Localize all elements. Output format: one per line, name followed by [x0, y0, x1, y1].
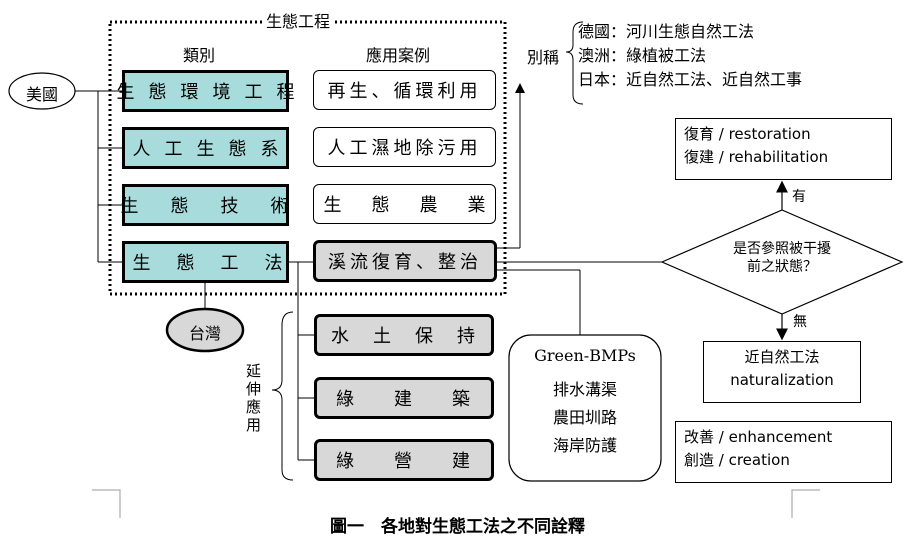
app-recycling: 再生、循環利用 — [313, 70, 496, 110]
taiwan-ellipse — [165, 307, 245, 353]
alias-germany: 德國：河川生態自然工法 — [578, 22, 755, 41]
app-wetland: 人工濕地除污用 — [313, 127, 496, 167]
category-eco-environment: 生態環境工程 — [117, 70, 295, 112]
naturalization-box: 近自然工法 naturalization — [703, 341, 861, 403]
bmp-farm-canal: 農田圳路 — [552, 408, 617, 427]
usa-ellipse — [8, 72, 76, 110]
category-eco-method: 生態工法 — [122, 241, 289, 283]
decision-text: 是否參照被干擾 前之狀態？ — [700, 240, 864, 276]
category-header: 類別 — [183, 46, 216, 65]
extended-label: 延伸應用 — [246, 362, 262, 434]
bmp-title: Green-BMPs — [534, 346, 636, 365]
ext-green-construction: 綠營建 — [314, 439, 494, 481]
app-stream-restoration: 溪流復育、整治 — [313, 240, 497, 282]
rehabilitation-line: 復建 / rehabilitation — [684, 148, 829, 166]
eco-group-frame — [108, 20, 507, 296]
category-eco-technology: 生態技術 — [121, 184, 289, 226]
restoration-line: 復育 / restoration — [684, 125, 811, 143]
enhancement-box: 改善 / enhancement 創造 / creation — [675, 421, 892, 483]
enhancement-line: 改善 / enhancement — [684, 428, 833, 446]
bmp-box — [508, 334, 662, 482]
bmp-drainage: 排水溝渠 — [552, 380, 617, 399]
decision-line-2: 前之狀態？ — [747, 259, 817, 275]
ext-soil-conservation: 水土保持 — [314, 314, 494, 356]
naturalization-en: naturalization — [730, 371, 834, 389]
app-eco-agriculture: 生態農業 — [313, 184, 496, 224]
creation-line: 創造 / creation — [684, 451, 790, 469]
taiwan-label: 台灣 — [188, 324, 221, 343]
figure-caption: 圖一 各地對生態工法之不同詮釋 — [330, 517, 585, 537]
yes-label: 有 — [792, 189, 806, 205]
ext-green-building: 綠建築 — [314, 377, 494, 419]
category-artificial-ecosystem: 人工生態系 — [122, 127, 289, 169]
usa-label: 美國 — [25, 85, 58, 104]
bmp-coast: 海岸防護 — [552, 436, 617, 455]
restoration-box: 復育 / restoration 復建 / rehabilitation — [675, 118, 892, 180]
no-label: 無 — [793, 314, 807, 330]
alias-label: 別稱 — [527, 48, 560, 67]
group-title: 生態工程 — [263, 8, 334, 32]
naturalization-zh: 近自然工法 — [744, 348, 820, 366]
decision-diamond — [660, 209, 904, 315]
alias-australia: 澳洲：綠植被工法 — [578, 46, 707, 65]
application-header: 應用案例 — [366, 46, 431, 65]
alias-japan: 日本：近自然工法、近自然工事 — [578, 70, 803, 89]
decision-line-1: 是否參照被干擾 — [733, 241, 831, 257]
